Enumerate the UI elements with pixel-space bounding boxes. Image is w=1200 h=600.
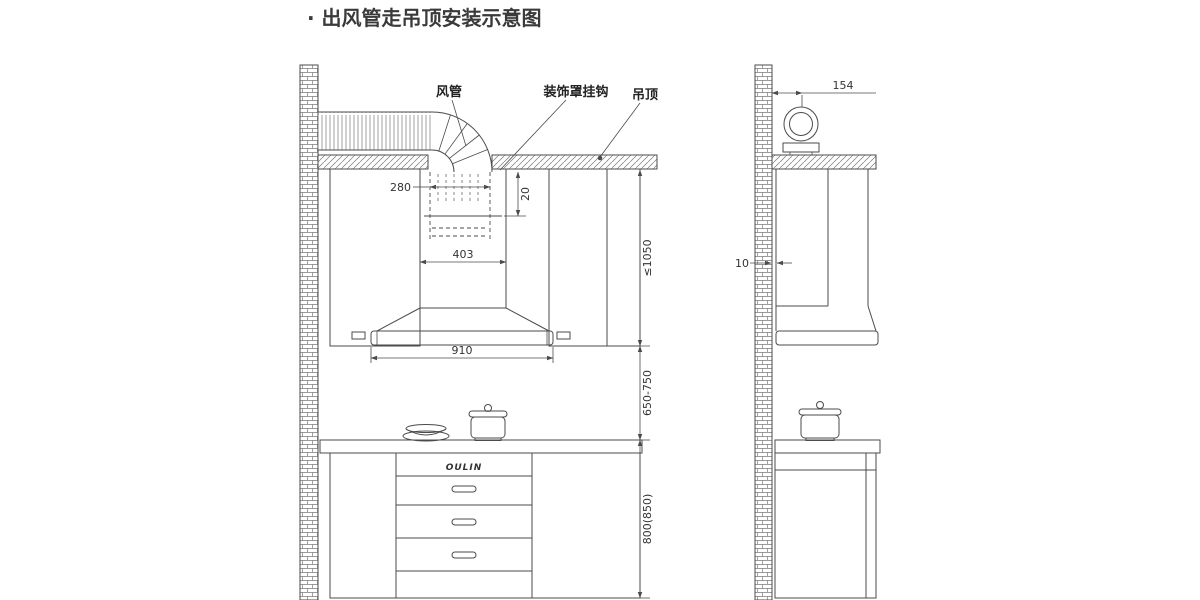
upper-cabinets [329, 168, 641, 347]
wall-side [754, 64, 773, 600]
flex-duct [318, 111, 493, 173]
base-cabinet-side [774, 452, 877, 599]
chimney-cover [419, 169, 507, 309]
drawer-handle-icon [451, 485, 477, 493]
dim-duct-offset: 154 [833, 79, 854, 92]
dim-wall-gap: 10 [735, 257, 749, 270]
dimensions-side: 154 10 [735, 79, 876, 270]
diagram-title: · 出风管走吊顶安装示意图 [307, 6, 542, 30]
brand-logo: OULIN [446, 463, 483, 473]
dim-hood-width: 910 [452, 344, 473, 357]
cabinet-handle-icon [351, 331, 366, 340]
cabinet-handle-icon [556, 331, 571, 340]
upper-cabinet-left [329, 168, 421, 347]
callouts: 风管 装饰罩挂钩 吊顶 [436, 84, 658, 171]
pot-icon [468, 404, 508, 441]
leader-dot [597, 155, 603, 161]
label-ceiling: 吊顶 [632, 88, 658, 103]
dim-top-gap: 20 [519, 187, 532, 201]
dim-hood-to-counter: 650-750 [641, 370, 654, 416]
wall-front [299, 64, 319, 600]
dim-upper-height: ≤1050 [641, 239, 654, 276]
drawer-handle-icon [451, 551, 477, 559]
drawer-handle-icon [451, 518, 477, 526]
counter-front [319, 439, 643, 454]
dim-chimney-width: 403 [453, 248, 474, 261]
ceiling-front [317, 154, 658, 170]
base-cabinet: OULIN [329, 452, 641, 599]
duct-outlet-side [782, 106, 820, 155]
range-hood-side [775, 169, 879, 346]
upper-cabinet-right [548, 168, 641, 347]
ceiling-side [771, 154, 877, 170]
range-hood [370, 307, 554, 346]
side-view: 154 10 [735, 64, 881, 600]
label-duct: 风管 [436, 84, 462, 100]
burner-icon [402, 430, 450, 442]
dimensions-front: 280 20 403 910 ≤1050 650-750 800(850) [370, 169, 654, 599]
cooktop-front [402, 404, 508, 442]
label-hook: 装饰罩挂钩 [542, 84, 608, 100]
front-view: OULIN 风管 装饰罩挂钩 吊顶 280 20 [299, 64, 658, 600]
dim-duct-width: 280 [390, 181, 411, 194]
pot-side-icon [798, 401, 842, 441]
dim-counter-height: 800(850) [641, 494, 654, 545]
hidden-duct [424, 172, 502, 240]
counter-side [774, 439, 881, 599]
